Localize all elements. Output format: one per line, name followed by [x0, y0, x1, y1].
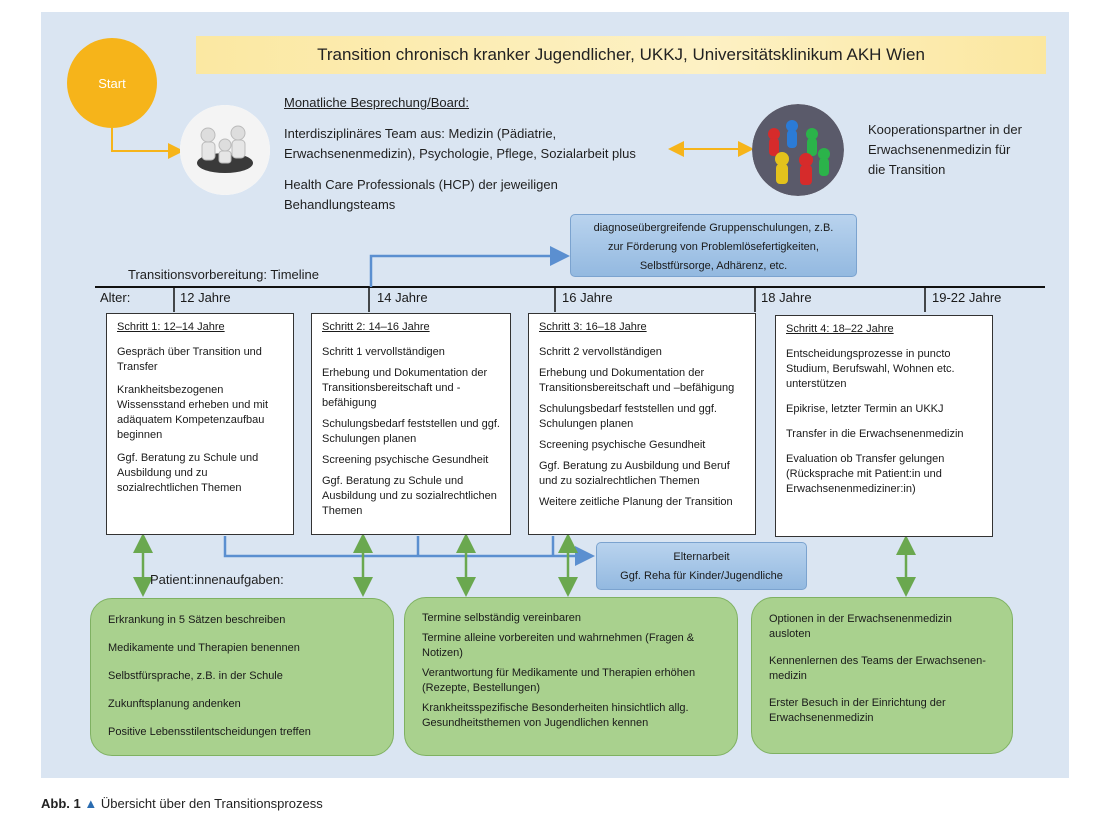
step-4-heading: Schritt 4: 18–22 Jahre	[786, 323, 894, 335]
tasks-box-2: Termine selbständig vereinbaren Termine …	[404, 597, 738, 756]
tasks-box-3: Optionen in der Erwachsenenmedizin auslo…	[751, 597, 1013, 754]
task-item: Selbstfürsprache, z.B. in der Schule	[108, 670, 283, 682]
step-2-item: Ggf. Beratung zu Schule und Ausbildung u…	[322, 475, 497, 517]
age-label: Alter:	[100, 290, 131, 305]
step-2-item: Schritt 1 vervollständigen	[322, 346, 445, 358]
step-4-item: Epikrise, letzter Termin an UKKJ	[786, 403, 944, 415]
task-item: Verantwortung für Medikamente und Therap…	[422, 667, 696, 694]
caption-label: Abb. 1	[41, 796, 81, 811]
board-heading: Monatliche Besprechung/Board:	[284, 95, 470, 110]
step-3-item: Weitere zeitliche Planung der Transition	[539, 496, 733, 508]
start-circle: Start	[67, 38, 157, 128]
partner-line-2: Erwachsenenmedizin für	[868, 142, 1011, 157]
group-training-box: diagnoseübergreifende Gruppenschulungen,…	[570, 214, 857, 277]
group-training-line-1: diagnoseübergreifende Gruppenschulungen,…	[593, 222, 834, 234]
start-arrow	[111, 128, 184, 159]
task-item: Optionen in der Erwachsenenmedizin auslo…	[769, 613, 952, 640]
step-3-heading: Schritt 3: 16–18 Jahre	[539, 321, 647, 333]
step-2-item: Erhebung und Dokumentation der Transitio…	[322, 367, 488, 409]
group-training-arrow	[369, 246, 570, 287]
caption-marker-icon: ▲	[84, 796, 98, 811]
step-3-item: Screening psychische Gesundheit	[539, 439, 706, 451]
task-item: Erster Besuch in der Einrichtung der Erw…	[769, 697, 946, 724]
patient-tasks-label: Patient:innenaufgaben:	[150, 572, 284, 587]
step-1-heading: Schritt 1: 12–14 Jahre	[117, 321, 225, 333]
task-item: Medikamente und Therapien benennen	[108, 642, 300, 654]
group-training-line-3: Selbstfürsorge, Adhärenz, etc.	[639, 260, 788, 272]
caption-text: Übersicht über den Transitionsprozess	[100, 796, 323, 811]
step-1-item: Krankheitsbezogenen Wissensstand erheben…	[117, 384, 269, 441]
parents-line-2: Ggf. Reha für Kinder/Jugendliche	[620, 570, 783, 582]
age-16: 16 Jahre	[562, 290, 613, 305]
task-item: Kennenlernen des Teams der Erwachsenen-m…	[769, 655, 986, 682]
parents-box: Elternarbeit Ggf. Reha für Kinder/Jugend…	[596, 542, 807, 590]
step-1-item: Ggf. Beratung zu Schule und Ausbildung u…	[117, 452, 259, 494]
step-2-heading: Schritt 2: 14–16 Jahre	[322, 321, 430, 333]
parents-line-1: Elternarbeit	[673, 551, 730, 563]
task-item: Krankheitsspezifische Besonderheiten hin…	[422, 702, 689, 729]
board-line-1: Interdisziplinäres Team aus: Medizin (Pä…	[284, 126, 557, 141]
step-1-item: Gespräch über Transition und Transfer	[117, 346, 262, 373]
step-3-item: Schulungsbedarf feststellen und ggf. Sch…	[539, 403, 717, 430]
team-meeting-image	[180, 105, 270, 195]
task-item: Termine selbständig vereinbaren	[422, 612, 581, 624]
timeline-label: Transitionsvorbereitung: Timeline	[128, 267, 319, 282]
parents-arrow	[223, 536, 595, 566]
step-4-item: Transfer in die Erwachsenenmedizin	[786, 428, 964, 440]
task-item: Positive Lebensstilentscheidungen treffe…	[108, 726, 311, 738]
age-14: 14 Jahre	[377, 290, 428, 305]
task-item: Zukunftsplanung andenken	[108, 698, 241, 710]
step-2-item: Screening psychische Gesundheit	[322, 454, 489, 466]
board-line-3: Health Care Professionals (HCP) der jewe…	[284, 177, 558, 192]
game-pieces-image	[752, 104, 844, 196]
figure-caption: Abb. 1 ▲ Übersicht über den Transitionsp…	[41, 796, 323, 811]
step-3-item: Erhebung und Dokumentation der Transitio…	[539, 367, 735, 394]
task-item: Termine alleine vorbereiten und wahrnehm…	[422, 632, 695, 659]
partner-line-1: Kooperationspartner in der	[868, 122, 1022, 137]
tasks-box-1: Erkrankung in 5 Sätzen beschreiben Medik…	[90, 598, 394, 756]
step-4-box: Schritt 4: 18–22 Jahre Entscheidungsproz…	[775, 315, 993, 537]
age-18: 18 Jahre	[761, 290, 812, 305]
partner-line-3: die Transition	[868, 162, 946, 177]
age-19-22: 19-22 Jahre	[932, 290, 1002, 305]
board-line-4: Behandlungsteams	[284, 197, 396, 212]
step-3-box: Schritt 3: 16–18 Jahre Schritt 2 vervoll…	[528, 313, 756, 535]
step-2-item: Schulungsbedarf feststellen und ggf. Sch…	[322, 418, 500, 445]
task-item: Erkrankung in 5 Sätzen beschreiben	[108, 614, 286, 626]
step-4-item: Evaluation ob Transfer gelungen (Rückspr…	[786, 453, 945, 495]
diagram-title: Transition chronisch kranker Jugendliche…	[196, 36, 1046, 74]
board-line-2: Erwachsenenmedizin), Psychologie, Pflege…	[284, 146, 636, 161]
age-12: 12 Jahre	[180, 290, 231, 305]
group-training-line-2: zur Förderung von Problemlösefertigkeite…	[608, 241, 819, 253]
step-3-item: Ggf. Beratung zu Ausbildung und Beruf un…	[539, 460, 730, 487]
step-3-item: Schritt 2 vervollständigen	[539, 346, 662, 358]
step-4-item: Entscheidungsprozesse in puncto Studium,…	[786, 348, 955, 390]
step-1-box: Schritt 1: 12–14 Jahre Gespräch über Tra…	[106, 313, 294, 535]
step-2-box: Schritt 2: 14–16 Jahre Schritt 1 vervoll…	[311, 313, 511, 535]
